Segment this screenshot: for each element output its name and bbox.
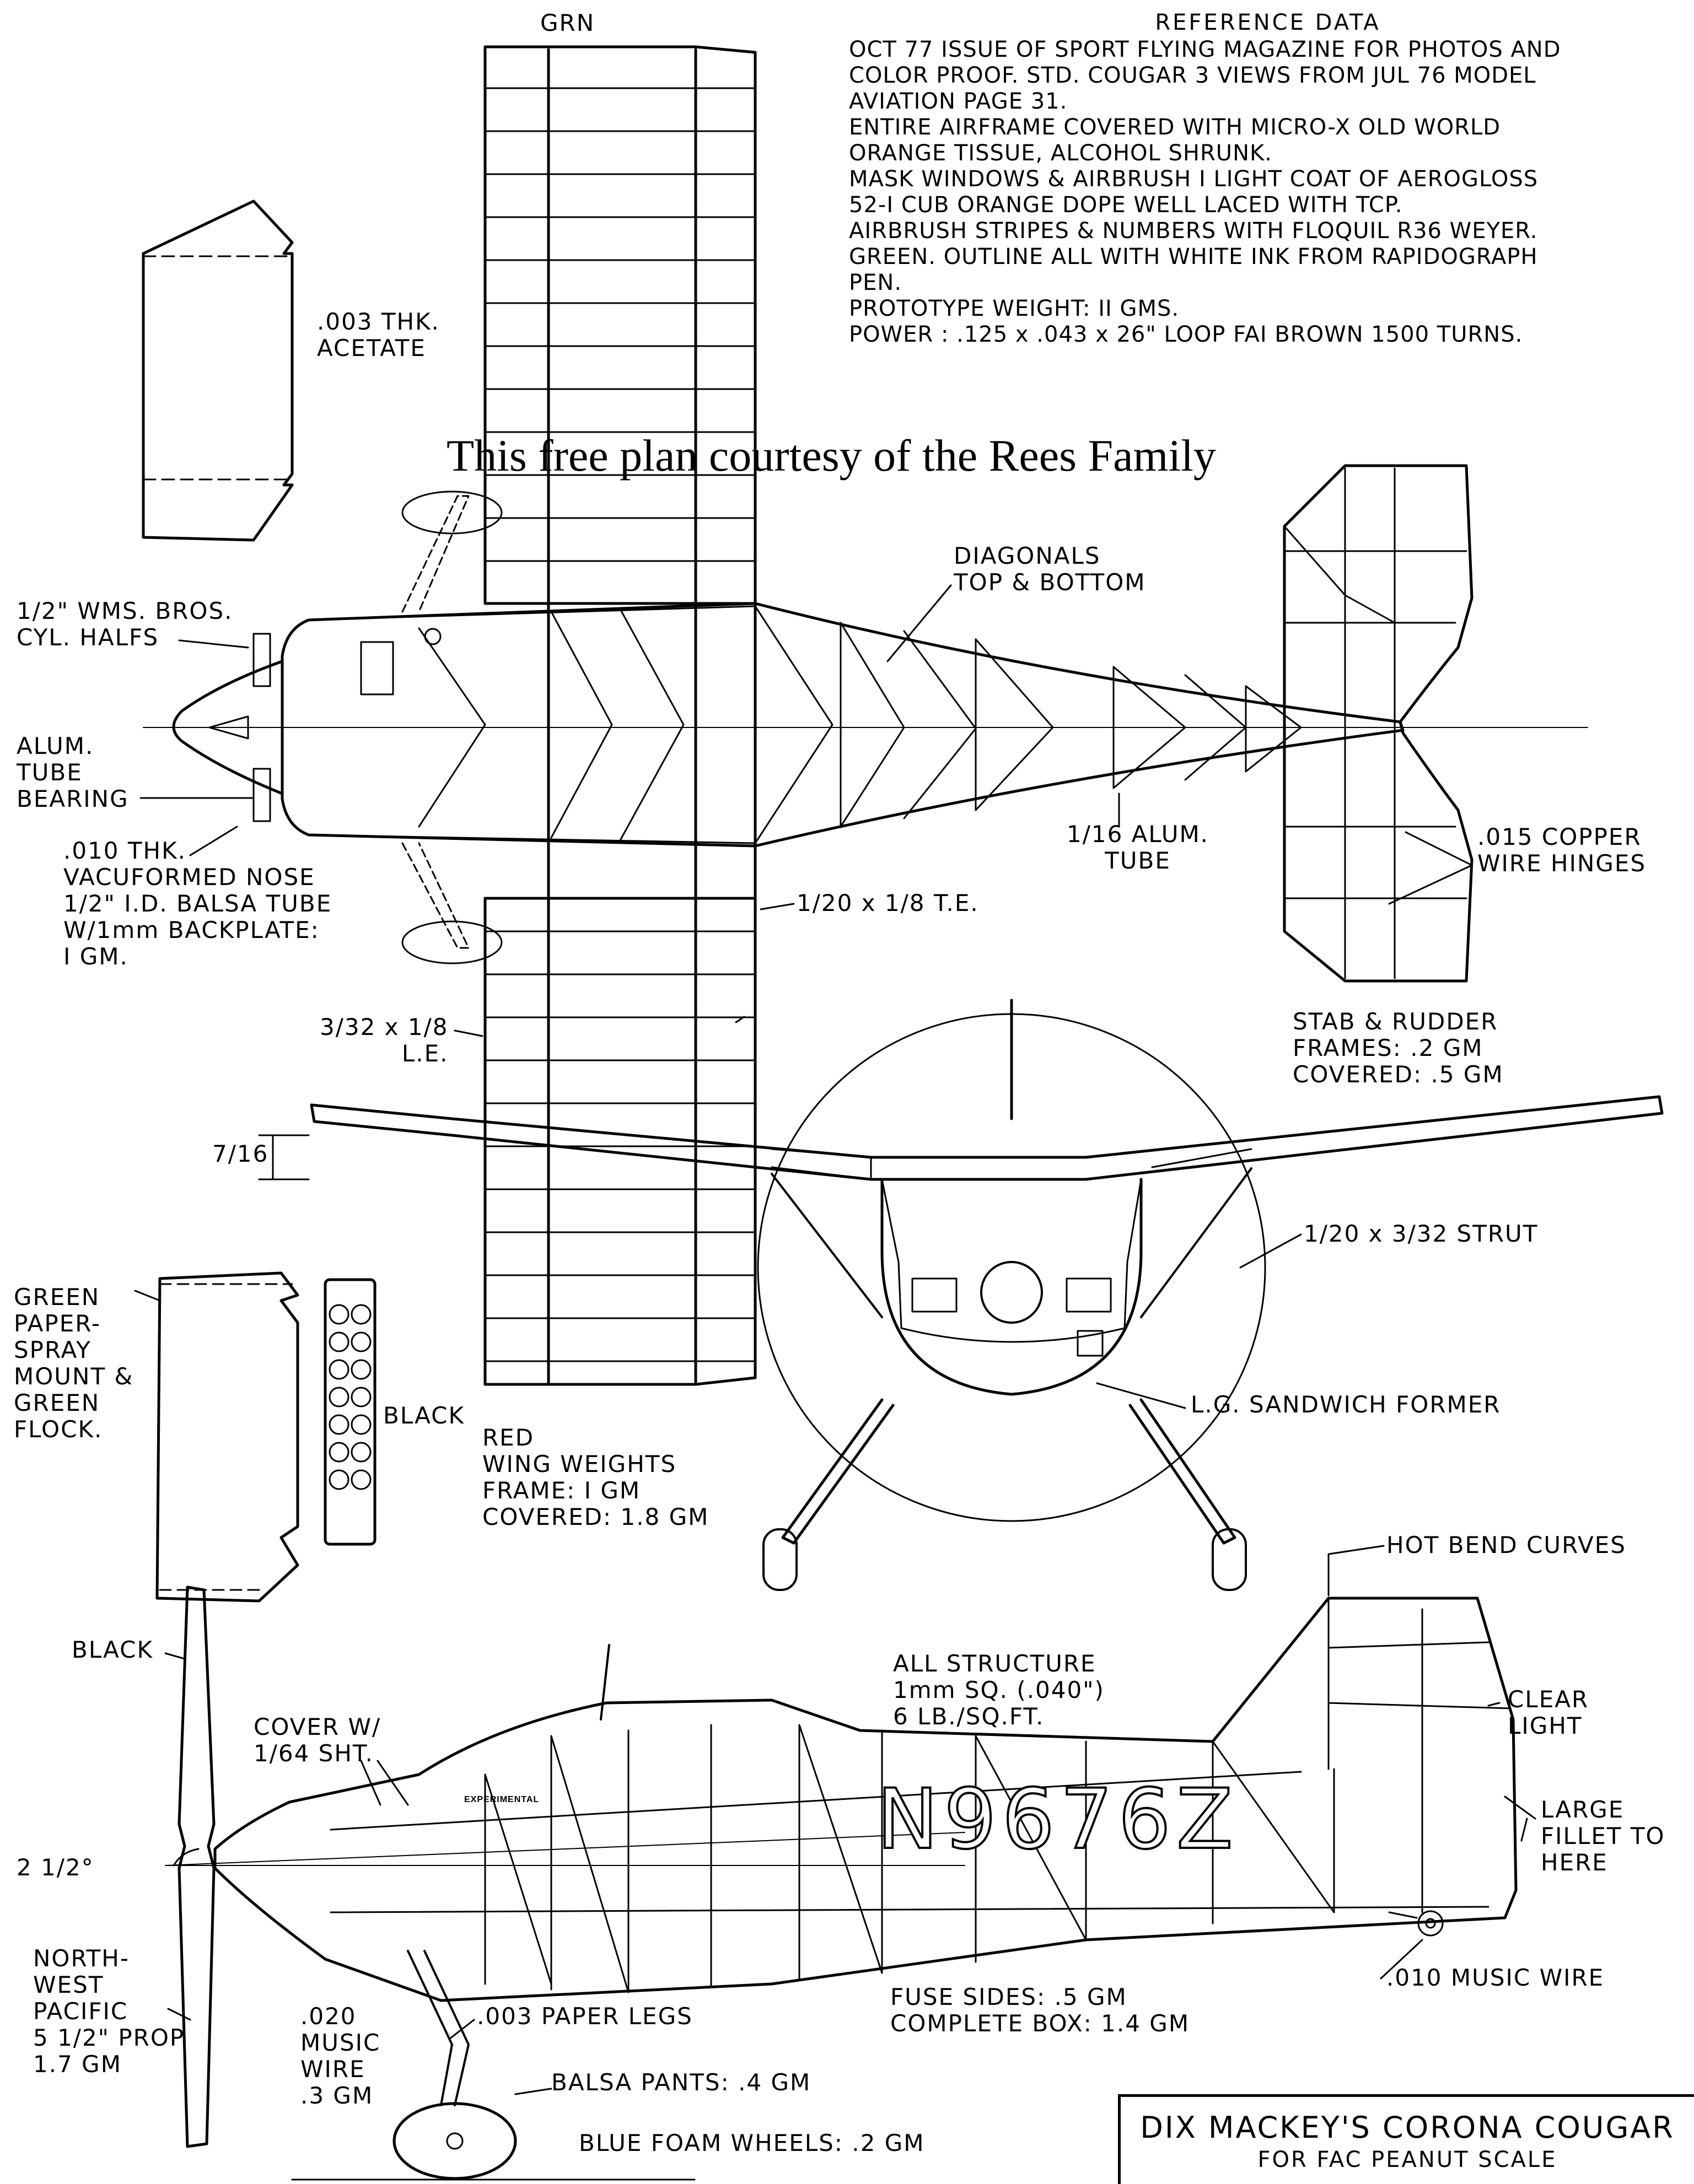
reference-line: OCT 77 ISSUE OF SPORT FLYING MAGAZINE FO… [849, 37, 1561, 62]
dial-icon [329, 1387, 349, 1408]
alum-bearing-label: ALUM. TUBE BEARING [17, 732, 129, 812]
alum-tube-label: 1/16 ALUM. TUBE [1067, 821, 1209, 874]
paper-legs-label: .003 PAPER LEGS [477, 2003, 693, 2030]
side-view [165, 1586, 1518, 2181]
large-fillet-label: LARGE FILLET TO HERE [1541, 1796, 1665, 1876]
grn-label: GRN [540, 9, 595, 36]
dial-icon [329, 1331, 349, 1352]
reference-line: 52-I CUB ORANGE DOPE WELL LACED WITH TCP… [849, 192, 1403, 218]
cover-sheet-label: COVER W/ 1/64 SHT. [254, 1713, 381, 1767]
reference-line: PROTOTYPE WEIGHT: II GMS. [849, 296, 1180, 321]
green-paper-label: GREEN PAPER- SPRAY MOUNT & GREEN FLOCK. [14, 1284, 134, 1443]
dial-icon [351, 1387, 372, 1408]
reference-line: ENTIRE AIRFRAME COVERED WITH MICRO-X OLD… [849, 115, 1501, 140]
registration-number: N9676Z [875, 1771, 1239, 1869]
hot-bend-label: HOT BEND CURVES [1386, 1532, 1626, 1559]
prop-label: NORTH- WEST PACIFIC 5 1/2" PROP 1.7 GM [33, 1945, 185, 2078]
black-prop-label: BLACK [72, 1636, 154, 1663]
panel-patterns [155, 1271, 377, 1603]
diagonals-label: DIAGONALS TOP & BOTTOM [954, 542, 1146, 596]
reference-line: COLOR PROOF. STD. COUGAR 3 VIEWS FROM JU… [849, 63, 1536, 88]
stabilizer-plan-view [1283, 464, 1473, 983]
trailing-edge-label: 1/20 x 1/8 T.E. [797, 889, 979, 916]
plan-title: DIX MACKEY'S CORONA COUGAR [1140, 2110, 1675, 2145]
dial-icon [329, 1304, 349, 1325]
clear-light-label: CLEAR LIGHT [1508, 1686, 1589, 1739]
stab-rudder-weights-label: STAB & RUDDER FRAMES: .2 GM COVERED: .5 … [1293, 1008, 1504, 1088]
downthrust-label: 2 1/2° [17, 1854, 94, 1881]
reference-line: PEN. [849, 270, 902, 295]
reference-line: AIRBRUSH STRIPES & NUMBERS WITH FLOQUIL … [849, 218, 1538, 244]
reference-line: MASK WINDOWS & AIRBRUSH I LIGHT COAT OF … [849, 166, 1539, 192]
dihedral-label: 7/16 [212, 1140, 269, 1167]
reference-line: GREEN. OUTLINE ALL WITH WHITE INK FROM R… [849, 244, 1538, 269]
wing-plan-view [483, 45, 757, 1386]
front-view [310, 999, 1664, 1591]
reference-line: AVIATION PAGE 31. [849, 89, 1068, 114]
vacuformed-nose-label: .010 THK. VACUFORMED NOSE 1/2" I.D. BALS… [63, 837, 332, 970]
all-structure-label: ALL STRUCTURE 1mm SQ. (.040") 6 LB./SQ.F… [893, 1650, 1105, 1730]
plan-subtitle: FOR FAC PEANUT SCALE [1257, 2147, 1557, 2172]
cyl-halfs-label: 1/2" WMS. BROS. CYL. HALFS [17, 597, 233, 651]
fuselage-plan-view [143, 490, 1588, 964]
dial-icon [329, 1414, 349, 1435]
experimental-placard: EXPERIMENTAL [464, 1795, 540, 1804]
reference-lines: OCT 77 ISSUE OF SPORT FLYING MAGAZINE FO… [849, 37, 1687, 348]
leader-lines [134, 584, 1536, 2095]
strut-label: 1/20 x 3/32 STRUT [1304, 1220, 1539, 1247]
music-wire-020-label: .020 MUSIC WIRE .3 GM [300, 2003, 381, 2109]
leading-edge-label: 3/32 x 1/8 L.E. [320, 1013, 449, 1067]
acetate-window-pattern [142, 199, 294, 542]
fuse-sides-label: FUSE SIDES: .5 GM COMPLETE BOX: 1.4 GM [890, 1983, 1190, 2037]
reference-line: POWER : .125 x .043 x 26" LOOP FAI BROWN… [849, 322, 1523, 347]
reference-line: ORANGE TISSUE, ALCOHOL SHRUNK. [849, 141, 1272, 166]
reference-title: REFERENCE DATA [1155, 10, 1381, 35]
dial-icon [351, 1304, 372, 1325]
copper-hinges-label: .015 COPPER WIRE HINGES [1477, 823, 1647, 877]
dial-icon [329, 1442, 349, 1463]
watermark: This free plan courtesy of the Rees Fami… [447, 430, 1216, 481]
dial-icon [329, 1469, 349, 1490]
reference-data-block: REFERENCE DATA OCT 77 ISSUE OF SPORT FLY… [849, 10, 1687, 348]
dial-icon [351, 1331, 372, 1352]
dial-icon [351, 1359, 372, 1380]
music-wire-010-label: .010 MUSIC WIRE [1386, 1964, 1605, 1991]
dial-icon [351, 1469, 372, 1490]
title-block: DIX MACKEY'S CORONA COUGAR FOR FAC PEANU… [1118, 2094, 1694, 2184]
black-panel-label: BLACK [383, 1402, 465, 1429]
foam-wheels-label: BLUE FOAM WHEELS: .2 GM [579, 2129, 925, 2156]
dial-icon [351, 1414, 372, 1435]
dial-icon [329, 1359, 349, 1380]
lg-former-label: L.G. SANDWICH FORMER [1191, 1391, 1501, 1418]
dial-icon [351, 1442, 372, 1463]
wing-weights-label: RED WING WEIGHTS FRAME: I GM COVERED: 1.… [482, 1424, 709, 1530]
acetate-label: .003 THK. ACETATE [317, 308, 440, 362]
balsa-pants-label: BALSA PANTS: .4 GM [551, 2069, 811, 2096]
